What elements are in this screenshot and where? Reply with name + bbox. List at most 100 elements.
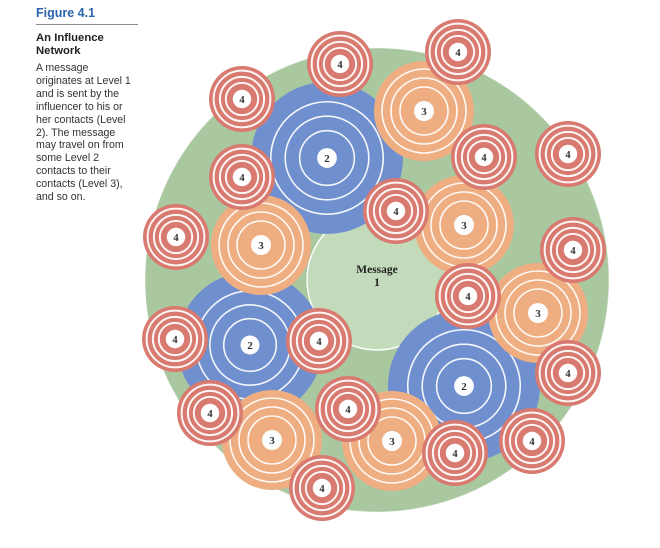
node-ring bbox=[301, 323, 337, 359]
node-level-label: 4 bbox=[529, 437, 535, 448]
figure-label: Figure 4.1 bbox=[36, 6, 138, 25]
center-message-label: Message bbox=[356, 264, 398, 276]
node-ring bbox=[324, 385, 372, 433]
node-ring bbox=[544, 349, 592, 397]
node-ring bbox=[192, 395, 228, 431]
node-ring bbox=[538, 124, 598, 184]
node-center bbox=[232, 89, 252, 109]
node-level-label: 3 bbox=[258, 240, 264, 252]
node-center bbox=[382, 431, 402, 451]
node-ring bbox=[222, 317, 278, 373]
node-ring bbox=[450, 278, 486, 314]
node-center bbox=[474, 147, 494, 167]
node-ring bbox=[502, 411, 562, 471]
node-ring bbox=[372, 187, 420, 235]
node-level-label: 4 bbox=[565, 369, 571, 380]
node-center bbox=[563, 240, 583, 260]
node-center bbox=[454, 376, 474, 396]
level-4-node: 4 bbox=[209, 66, 275, 132]
node-ring bbox=[212, 69, 272, 129]
node-level-label: 3 bbox=[269, 435, 275, 447]
node-ring bbox=[381, 68, 467, 154]
node-ring bbox=[316, 40, 364, 88]
node-ring bbox=[227, 211, 295, 279]
node-ring bbox=[322, 46, 358, 82]
node-ring bbox=[549, 226, 597, 274]
node-ring bbox=[439, 200, 489, 250]
node-ring bbox=[298, 464, 346, 512]
node-ring bbox=[238, 406, 306, 474]
outer-disc-edge bbox=[144, 47, 610, 513]
node-ring bbox=[425, 423, 485, 483]
node-center bbox=[312, 478, 332, 498]
figure-caption: A message originates at Level 1 and is s… bbox=[36, 62, 131, 204]
level-2-node: 2 bbox=[251, 82, 403, 234]
figure-sidebar: Figure 4.1 An Influence Network A messag… bbox=[36, 6, 138, 204]
node-level-label: 4 bbox=[239, 173, 245, 184]
node-ring bbox=[538, 343, 598, 403]
node-ring bbox=[378, 193, 414, 229]
node-ring bbox=[437, 435, 473, 471]
node-ring bbox=[514, 423, 550, 459]
node-ring bbox=[224, 81, 260, 117]
level-4-node: 4 bbox=[307, 31, 373, 97]
level-3-node: 3 bbox=[374, 61, 474, 161]
node-center bbox=[232, 167, 252, 187]
node-center bbox=[251, 235, 271, 255]
node-center bbox=[414, 101, 434, 121]
level-4-node: 4 bbox=[142, 306, 208, 372]
node-ring bbox=[212, 147, 272, 207]
node-level-label: 3 bbox=[535, 308, 541, 320]
node-ring bbox=[158, 219, 194, 255]
node-ring bbox=[434, 28, 482, 76]
level-4-node: 4 bbox=[177, 380, 243, 446]
node-ring bbox=[318, 379, 378, 439]
node-ring bbox=[431, 429, 479, 477]
node-ring bbox=[218, 75, 266, 123]
level-4-node: 4 bbox=[143, 204, 209, 270]
node-ring bbox=[399, 86, 449, 136]
node-ring bbox=[428, 22, 488, 82]
node-ring bbox=[298, 129, 356, 187]
level-4-node: 4 bbox=[363, 178, 429, 244]
node-center bbox=[458, 286, 478, 306]
node-center bbox=[338, 399, 358, 419]
node-ring bbox=[330, 391, 366, 427]
node-ring bbox=[152, 213, 200, 261]
node-ring bbox=[440, 34, 476, 70]
level-4-node: 4 bbox=[209, 144, 275, 210]
node-ring bbox=[145, 309, 205, 369]
node-center bbox=[528, 303, 548, 323]
level-4-node: 4 bbox=[535, 121, 601, 187]
level-3-node: 3 bbox=[211, 195, 311, 295]
node-ring bbox=[435, 357, 493, 415]
node-level-label: 4 bbox=[319, 484, 325, 495]
node-center bbox=[445, 443, 465, 463]
node-level-label: 2 bbox=[247, 340, 253, 352]
node-ring bbox=[224, 159, 260, 195]
node-center bbox=[165, 329, 185, 349]
node-ring bbox=[218, 153, 266, 201]
node-ring bbox=[366, 181, 426, 241]
node-center bbox=[454, 215, 474, 235]
level-4-node: 4 bbox=[451, 124, 517, 190]
node-level-label: 4 bbox=[481, 153, 487, 164]
node-ring bbox=[438, 266, 498, 326]
node-level-label: 4 bbox=[207, 409, 213, 420]
node-ring bbox=[543, 220, 603, 280]
node-level-label: 4 bbox=[465, 292, 471, 303]
node-ring bbox=[236, 220, 286, 270]
node-center bbox=[166, 227, 186, 247]
node-ring bbox=[544, 130, 592, 178]
node-ring bbox=[289, 311, 349, 371]
node-level-label: 4 bbox=[455, 48, 461, 59]
node-ring bbox=[284, 115, 370, 201]
node-level-label: 4 bbox=[172, 335, 178, 346]
node-ring bbox=[550, 136, 586, 172]
node-ring bbox=[180, 383, 240, 443]
node-center bbox=[309, 331, 329, 351]
node-level-label: 4 bbox=[337, 60, 343, 71]
node-ring bbox=[367, 416, 417, 466]
node-ring bbox=[430, 191, 498, 259]
